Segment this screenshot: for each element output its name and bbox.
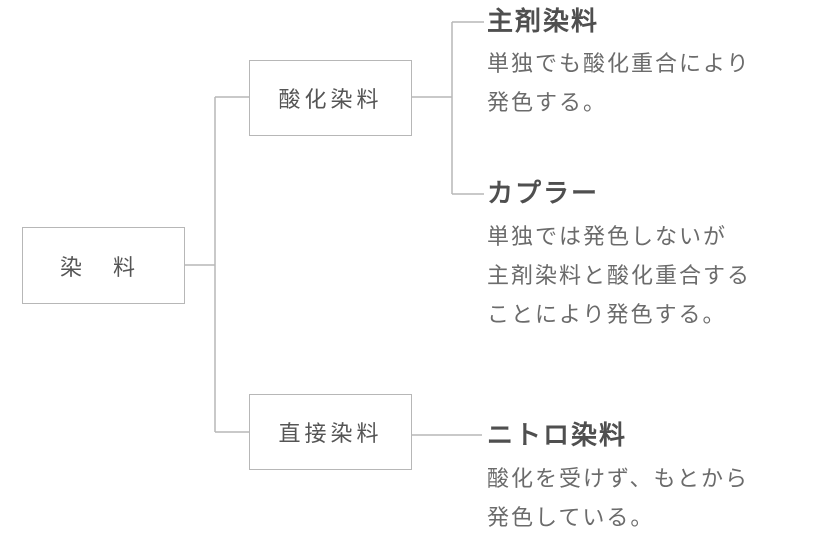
nitro-body: 酸化を受けず、もとから 発色している。 [487, 460, 749, 538]
direct-dye-label: 直接染料 [278, 422, 383, 447]
oxidation-dye-node: 酸化染料 [249, 60, 412, 136]
nitro-line: 酸化を受けず、もとから [487, 467, 750, 492]
coupler-line: 単独では発色しないが [487, 225, 728, 250]
oxidation-dye-label: 酸化染料 [278, 88, 383, 113]
root-node: 染 料 [22, 227, 185, 304]
direct-dye-node: 直接染料 [249, 394, 412, 470]
nitro-description: ニトロ染料 酸化を受けず、もとから 発色している。 [487, 420, 749, 538]
coupler-body: 単独では発色しないが 主剤染料と酸化重合する ことにより発色する。 [487, 218, 751, 335]
main-agent-line: 発色する。 [487, 91, 608, 116]
coupler-title: カプラー [487, 179, 600, 209]
main-agent-title: 主剤染料 [487, 7, 600, 37]
nitro-line: 発色している。 [487, 506, 655, 531]
coupler-description: カプラー 単独では発色しないが 主剤染料と酸化重合する ことにより発色する。 [487, 178, 751, 335]
main-agent-description: 主剤染料 単独でも酸化重合により 発色する。 [487, 6, 751, 123]
main-agent-body: 単独でも酸化重合により 発色する。 [487, 45, 751, 123]
root-node-label: 染 料 [60, 255, 147, 281]
coupler-line: ことにより発色する。 [487, 303, 727, 328]
coupler-line: 主剤染料と酸化重合する [487, 264, 752, 289]
nitro-title: ニトロ染料 [487, 421, 628, 451]
main-agent-line: 単独でも酸化重合により [487, 52, 751, 77]
